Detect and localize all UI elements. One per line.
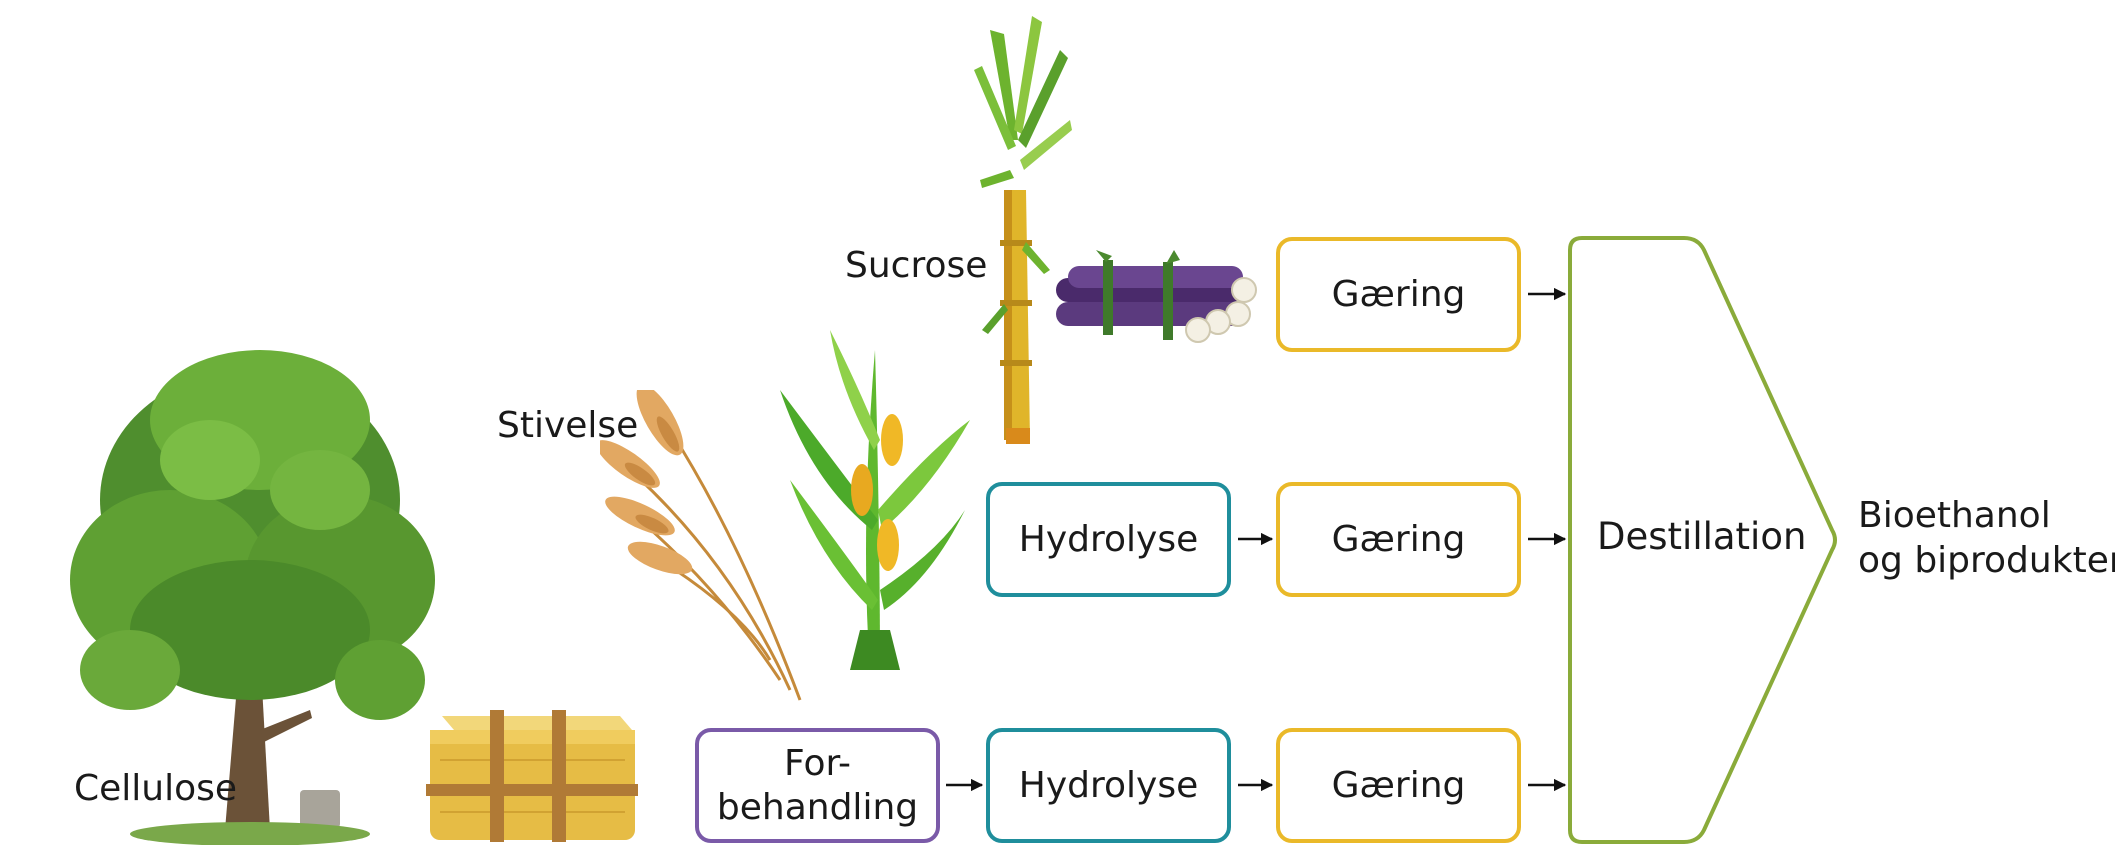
forbehandling-label-line1: For- (784, 743, 851, 785)
hydrolyse-box-cellulose: Hydrolyse (986, 728, 1231, 843)
output-label-line1: Bioethanol (1858, 495, 2051, 536)
forbehandling-box: For- behandling (695, 728, 940, 843)
output-label-line2: og biprodukter (1858, 540, 2115, 581)
corn-plant-icon (780, 330, 970, 670)
hay-bale-icon (426, 710, 638, 842)
sucrose-label: Sucrose (845, 245, 988, 286)
gaering-box-stivelse: Gæring (1276, 482, 1521, 597)
gaering-box-sucrose: Gæring (1276, 237, 1521, 352)
forbehandling-label-line2: behandling (716, 786, 919, 828)
hydrolyse-box-stivelse: Hydrolyse (986, 482, 1231, 597)
gaering-box-cellulose: Gæring (1276, 728, 1521, 843)
destillation-shape (1568, 236, 1837, 844)
hydrolyse-label: Hydrolyse (1018, 764, 1199, 806)
gaering-label: Gæring (1331, 518, 1466, 560)
gaering-label: Gæring (1331, 273, 1466, 315)
wheat-icon (600, 390, 802, 701)
hydrolyse-label: Hydrolyse (1018, 518, 1199, 560)
cellulose-label: Cellulose (74, 768, 238, 809)
stivelse-label: Stivelse (497, 405, 639, 446)
tree-icon (70, 350, 435, 845)
gaering-label: Gæring (1331, 764, 1466, 806)
destillation-label: Destillation (1597, 515, 1807, 558)
sugarcane-stalk-icon (974, 16, 1072, 444)
sugarcane-bundle-icon (1056, 250, 1257, 343)
